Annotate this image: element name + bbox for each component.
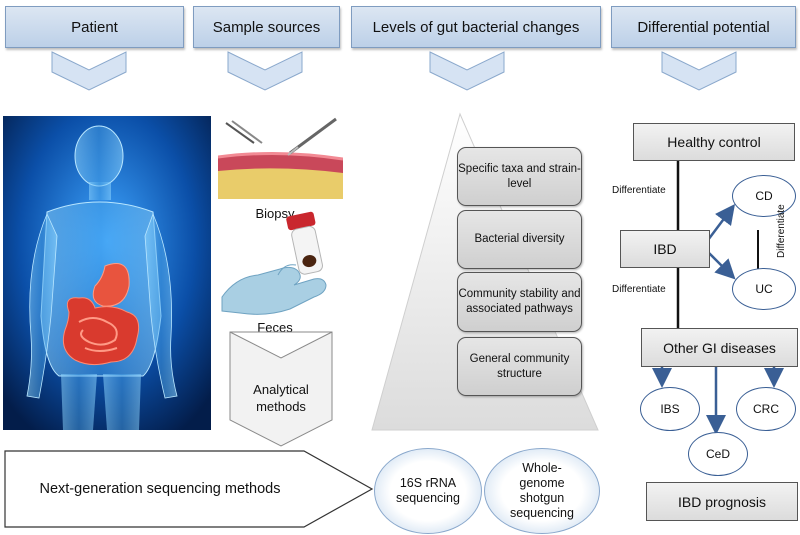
seq-shotgun-ellipse: Whole-genome shotgun sequencing xyxy=(484,448,600,534)
ibd-prognosis-box: IBD prognosis xyxy=(646,482,798,521)
header-patient: Patient xyxy=(5,6,184,48)
biopsy-label: Biopsy xyxy=(240,203,310,223)
ibs-ellipse: IBS xyxy=(640,387,700,431)
uc-ellipse: UC xyxy=(732,268,796,310)
ibd-prognosis-text: IBD prognosis xyxy=(678,493,766,510)
chevron-down-icon-samples xyxy=(227,51,303,91)
patient-anatomy-illustration xyxy=(3,116,211,430)
differentiate-2-text: Differentiate xyxy=(612,284,666,295)
ngs-arrow xyxy=(4,450,374,528)
feces-label: Feces xyxy=(240,317,310,337)
ced-ellipse: CeD xyxy=(688,432,748,476)
other-gi-text: Other GI diseases xyxy=(663,339,776,356)
feces-sample-illustration xyxy=(221,211,327,315)
level-structure-text: General community structure xyxy=(469,352,570,380)
ngs-label: Next-generation sequencing methods xyxy=(10,474,310,504)
biopsy-illustration xyxy=(218,113,343,199)
analytical-methods-label: Analytical methods xyxy=(228,380,334,416)
header-sample-sources: Sample sources xyxy=(193,6,340,48)
cd-text: CD xyxy=(755,189,773,203)
level-diversity-text: Bacterial diversity xyxy=(474,233,565,245)
seq-16s-ellipse: 16S rRNA sequencing xyxy=(374,448,482,534)
analytical-methods-arrow xyxy=(229,331,333,447)
header-levels-label: Levels of gut bacterial changes xyxy=(372,18,580,36)
level-box-community-stability: Community stability and associated pathw… xyxy=(457,272,582,332)
differentiate-label-1: Differentiate xyxy=(612,185,666,196)
ibs-text: IBS xyxy=(660,402,680,416)
crc-text: CRC xyxy=(753,402,779,416)
healthy-control-text: Healthy control xyxy=(667,134,761,150)
healthy-control-box: Healthy control xyxy=(633,123,795,161)
differentiate-label-3: Differentiate xyxy=(776,204,787,258)
ced-text: CeD xyxy=(705,447,730,461)
chevron-down-icon-differential xyxy=(661,51,737,91)
level-box-community-structure: General community structure xyxy=(457,337,582,396)
level-box-diversity: Bacterial diversity xyxy=(457,210,582,269)
header-differential: Differential potential xyxy=(611,6,796,48)
ibd-text: IBD xyxy=(653,241,677,257)
other-gi-diseases-box: Other GI diseases xyxy=(641,328,798,367)
differential-connectors xyxy=(652,160,784,435)
feces-label-text: Feces xyxy=(257,319,293,335)
chevron-down-icon-patient xyxy=(51,51,127,91)
level-box-taxa: Specific taxa and strain-level xyxy=(457,147,582,206)
chevron-down-icon-levels xyxy=(429,51,505,91)
uc-text: UC xyxy=(755,282,773,296)
differentiate-label-2: Differentiate xyxy=(612,284,666,295)
biopsy-label-text: Biopsy xyxy=(255,205,295,221)
header-differential-label: Differential potential xyxy=(637,18,770,36)
analytical-line2: methods xyxy=(256,399,306,414)
ibd-box: IBD xyxy=(620,230,710,268)
header-patient-label: Patient xyxy=(71,18,118,36)
level-taxa-text: Specific taxa and strain-level xyxy=(458,162,581,190)
differentiate-1-text: Differentiate xyxy=(612,185,666,196)
header-sample-sources-label: Sample sources xyxy=(212,18,321,36)
seq-16s-text: 16S rRNA sequencing xyxy=(396,476,460,505)
ngs-label-text: Next-generation sequencing methods xyxy=(39,481,281,497)
header-levels: Levels of gut bacterial changes xyxy=(351,6,601,48)
crc-ellipse: CRC xyxy=(736,387,796,431)
seq-shotgun-text: Whole-genome shotgun sequencing xyxy=(510,461,574,520)
level-stability-text: Community stability and associated pathw… xyxy=(458,288,581,315)
analytical-line1: Analytical xyxy=(253,382,309,397)
cd-ellipse: CD xyxy=(732,175,796,217)
differentiate-3-text: Differentiate xyxy=(776,204,787,258)
